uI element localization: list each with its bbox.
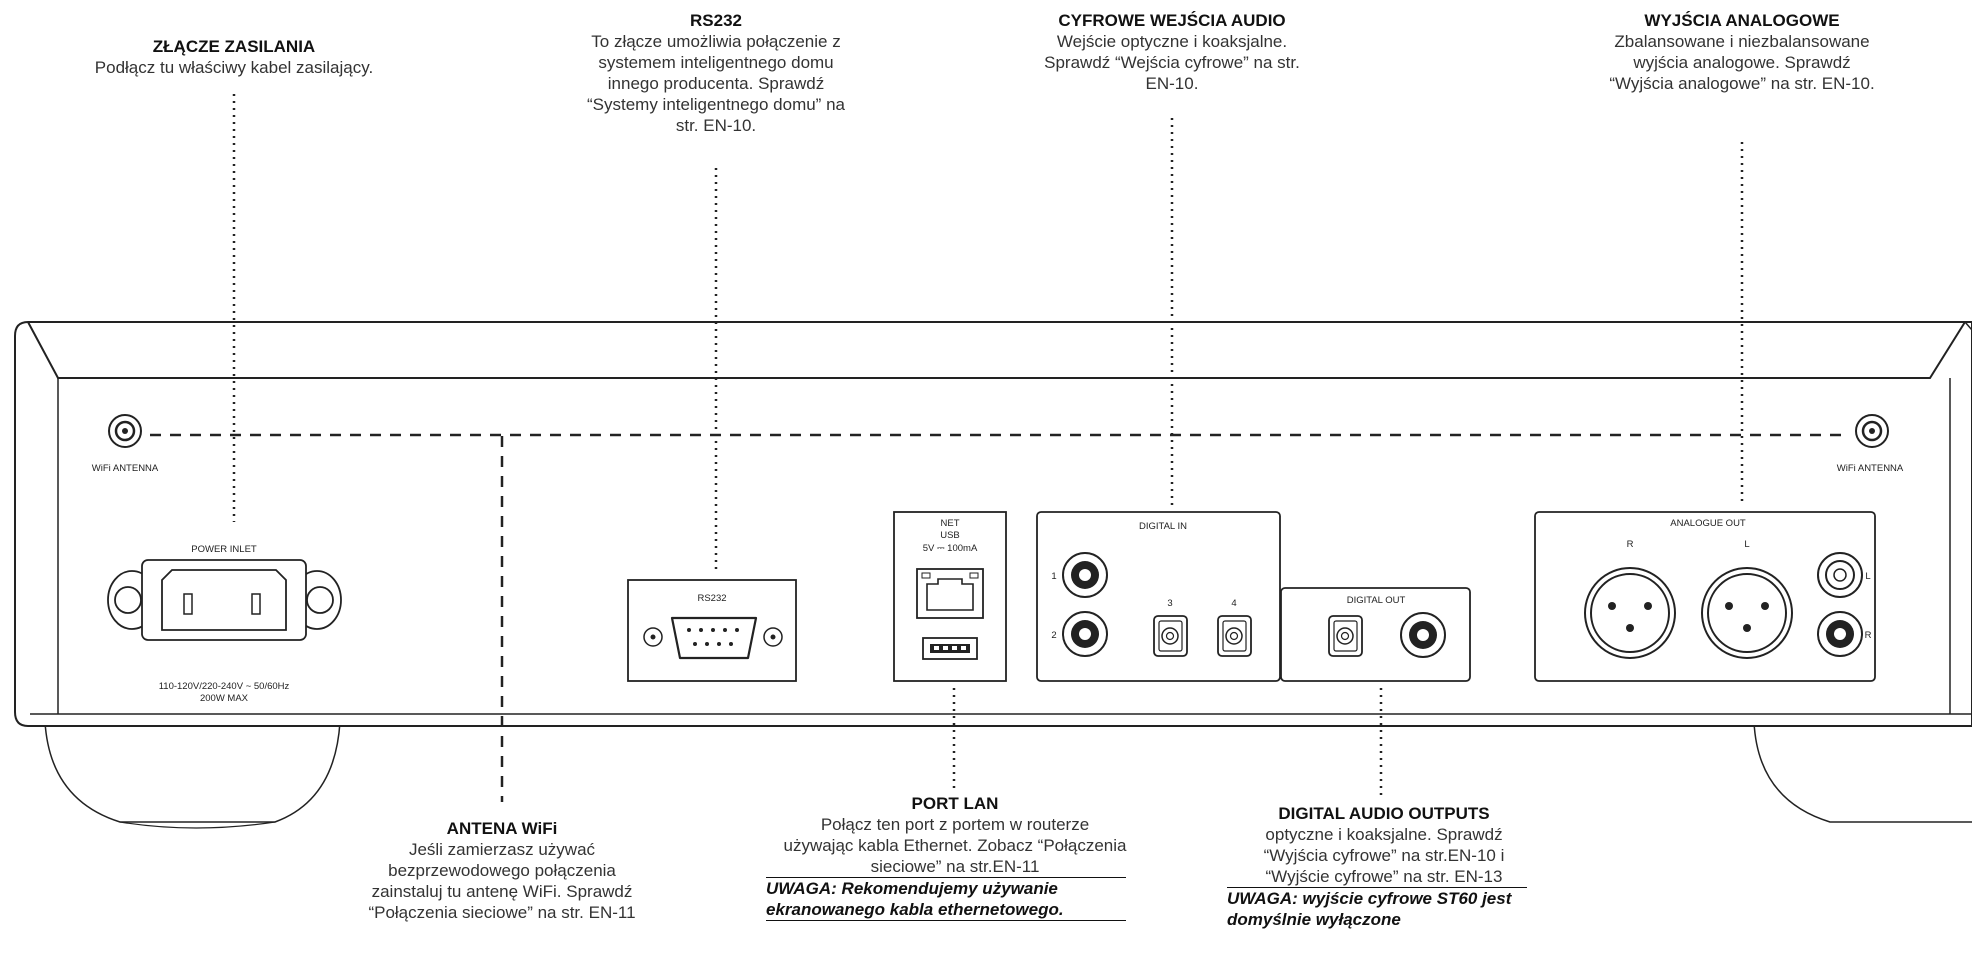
callout-power-title: ZŁĄCZE ZASILANIA	[152, 37, 316, 56]
xlr-l-label: L	[1744, 539, 1749, 550]
digital-in-4-label: 4	[1231, 598, 1236, 609]
callout-digital-out-title: DIGITAL AUDIO OUTPUTS	[1278, 804, 1490, 823]
callout-digital-in-line: Sprawdź “Wejścia cyfrowe” na str.	[1044, 53, 1300, 72]
xlr-output-l	[1701, 567, 1793, 659]
callout-digital-out-note-line: domyślnie wyłączone	[1227, 910, 1401, 929]
wifi-antenna-label-left: WiFi ANTENNA	[92, 463, 159, 474]
callout-power: ZŁĄCZE ZASILANIA Podłącz tu właściwy kab…	[54, 36, 414, 78]
wifi-antenna-label-right: WiFi ANTENNA	[1837, 463, 1904, 474]
digital-out-label: DIGITAL OUT	[1347, 595, 1406, 606]
callout-analog-out-line: Zbalansowane i niezbalansowane	[1614, 32, 1870, 51]
coax-input-2	[1062, 611, 1108, 657]
analogue-out-label: ANALOGUE OUT	[1670, 518, 1746, 529]
wifi-antenna-connector-right	[1855, 414, 1889, 448]
xlr-r-label: R	[1627, 539, 1634, 550]
callout-lan-note-line: UWAGA: Rekomendujemy używanie	[766, 879, 1058, 898]
optical-output	[1328, 615, 1363, 657]
callout-lan-title: PORT LAN	[911, 794, 999, 813]
digital-in-2-label: 2	[1051, 630, 1056, 641]
callout-analog-out-line: “Wyjścia analogowe” na str. EN-10.	[1609, 74, 1875, 93]
callout-digital-out-note-line: UWAGA: wyjście cyfrowe ST60 jest	[1227, 889, 1512, 908]
usb-spec-label: 5V ⎓ 100mA	[923, 543, 978, 554]
callout-rs232-line: systemem inteligentnego domu	[598, 53, 834, 72]
callout-rs232-line: innego producenta. Sprawdź	[607, 74, 825, 93]
callout-digital-in: CYFROWE WEJŚCIA AUDIO Wejście optyczne i…	[1002, 10, 1342, 94]
callout-lan-note: UWAGA: Rekomendujemy używanie ekranowane…	[760, 878, 1150, 920]
right-foot	[1753, 721, 1972, 823]
power-inlet-label: POWER INLET	[191, 544, 257, 555]
callout-rs232-line: “Systemy inteligentnego domu” na	[587, 95, 845, 114]
left-foot	[44, 721, 341, 823]
callout-lan-line: Połącz ten port z portem w routerze	[820, 815, 1090, 834]
callout-digital-out-line: “Wyjście cyfrowe” na str. EN-13	[1265, 867, 1503, 886]
power-spec-line-2: 200W MAX	[200, 693, 249, 704]
callout-wifi: ANTENA WiFi Jeśli zamierzasz używać bezp…	[322, 818, 682, 923]
top-lip	[27, 321, 1966, 379]
optical-input-4	[1217, 615, 1252, 657]
rca-output-l	[1817, 552, 1863, 598]
callout-power-line: Podłącz tu właściwy kabel zasilający.	[94, 58, 374, 77]
callout-analog-out: WYJŚCIA ANALOGOWE Zbalansowane i niezbal…	[1566, 10, 1918, 94]
xlr-output-r	[1584, 567, 1676, 659]
callout-digital-out-line: “Wyjścia cyfrowe” na str.EN-10 i	[1263, 846, 1505, 865]
callout-wifi-line: “Połączenia sieciowe” na str. EN-11	[368, 903, 636, 922]
callout-lan-line: używając kabla Ethernet. Zobacz “Połącze…	[783, 836, 1127, 855]
callout-wifi-line: zainstaluj tu antenę WiFi. Sprawdź	[371, 882, 633, 901]
net-label: NET	[941, 518, 960, 529]
wifi-antenna-connector-left	[108, 414, 142, 448]
callout-rs232-title: RS232	[690, 11, 742, 30]
power-inlet	[107, 559, 342, 641]
callout-digital-in-line: EN-10.	[1145, 74, 1199, 93]
callout-digital-out-rule	[1227, 887, 1527, 888]
usb-port	[922, 637, 978, 660]
callout-lan: PORT LAN Połącz ten port z portem w rout…	[760, 793, 1150, 921]
ethernet-port	[916, 568, 984, 619]
coax-input-1	[1062, 552, 1108, 598]
power-spec-line-1: 110-120V/220-240V ~ 50/60Hz	[159, 681, 290, 692]
rs232-connector	[643, 616, 783, 660]
rca-l-label: L	[1865, 571, 1870, 582]
rca-r-label: R	[1865, 630, 1872, 641]
callout-analog-out-line: wyjścia analogowe. Sprawdź	[1633, 53, 1851, 72]
callout-rs232-line: To złącze umożliwia połączenie z	[591, 32, 841, 51]
usb-label: USB	[940, 530, 960, 541]
callout-lan-rule	[766, 877, 1126, 878]
rs232-panel-label: RS232	[697, 593, 726, 604]
callout-lan-line: sieciowe” na str.EN-11	[870, 857, 1040, 876]
callout-rs232-line: str. EN-10.	[675, 116, 757, 135]
callout-digital-out-line: optyczne i koaksjalne. Sprawdź	[1265, 825, 1503, 844]
callout-lan-note-line: ekranowanego kabla ethernetowego.	[766, 900, 1064, 919]
callout-digital-out: DIGITAL AUDIO OUTPUTS optyczne i koaksja…	[1225, 803, 1543, 930]
optical-input-3	[1153, 615, 1188, 657]
callout-analog-out-title: WYJŚCIA ANALOGOWE	[1644, 11, 1840, 30]
callout-lan-rule-bottom	[766, 920, 1126, 921]
callout-rs232: RS232 To złącze umożliwia połączenie z s…	[546, 10, 886, 136]
digital-in-3-label: 3	[1167, 598, 1172, 609]
callout-wifi-line: Jeśli zamierzasz używać	[408, 840, 596, 859]
digital-in-1-label: 1	[1051, 571, 1056, 582]
callout-digital-in-line: Wejście optyczne i koaksjalne.	[1056, 32, 1288, 51]
callout-digital-in-title: CYFROWE WEJŚCIA AUDIO	[1058, 11, 1286, 30]
callout-wifi-title: ANTENA WiFi	[446, 819, 558, 838]
callout-digital-out-note: UWAGA: wyjście cyfrowe ST60 jest domyśln…	[1225, 888, 1543, 930]
digital-in-label: DIGITAL IN	[1139, 521, 1187, 532]
coax-output	[1400, 612, 1446, 658]
rca-output-r	[1817, 611, 1863, 657]
callout-wifi-line: bezprzewodowego połączenia	[388, 861, 616, 880]
